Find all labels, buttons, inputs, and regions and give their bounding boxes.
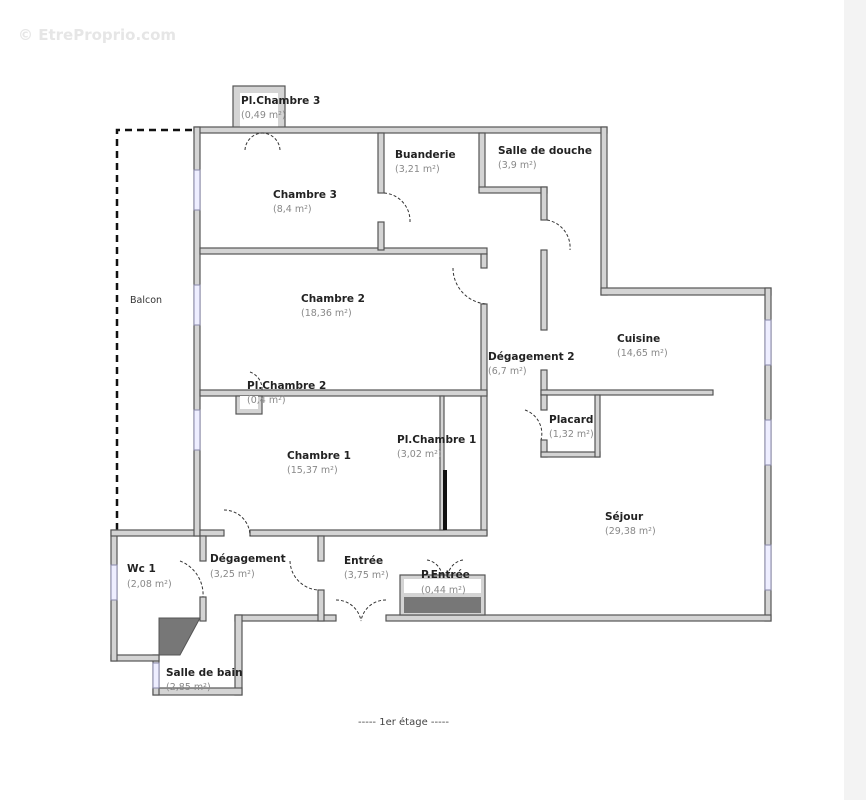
room-area: (3,75 m²) xyxy=(344,570,389,581)
room-area: (1,32 m²) xyxy=(549,429,594,440)
balcony-label: Balcon xyxy=(130,295,162,306)
room-area: (14,65 m²) xyxy=(617,348,668,359)
room-name: Pl.Chambre 1 xyxy=(397,434,476,446)
room-name: Placard xyxy=(549,414,593,426)
room-name: Wc 1 xyxy=(127,563,156,575)
room-name: Pl.Chambre 3 xyxy=(241,95,320,107)
room-area: (2,08 m²) xyxy=(127,579,172,590)
room-name: P.Entrée xyxy=(421,569,470,581)
room-area: (3,25 m²) xyxy=(210,569,255,580)
room-name: Chambre 2 xyxy=(301,293,365,305)
room-area: (0,4 m²) xyxy=(247,395,286,406)
room-name: Chambre 3 xyxy=(273,189,337,201)
room-name: Séjour xyxy=(605,511,644,523)
room-area: (29,38 m²) xyxy=(605,526,656,537)
doors xyxy=(179,132,571,622)
room-labels: Pl.Chambre 3 (0,49 m²) Chambre 3 (8,4 m²… xyxy=(127,95,668,693)
room-area: (0,49 m²) xyxy=(241,110,286,121)
room-name: Buanderie xyxy=(395,149,456,161)
room-name: Chambre 1 xyxy=(287,450,351,462)
room-name: Dégagement 2 xyxy=(488,351,575,363)
room-area: (2,85 m²) xyxy=(166,682,211,693)
room-area: (8,4 m²) xyxy=(273,204,312,215)
watermark: © EtreProprio.com xyxy=(18,26,176,44)
room-name: Salle de douche xyxy=(498,145,592,157)
page-edge xyxy=(844,0,866,800)
room-area: (6,7 m²) xyxy=(488,366,527,377)
balcony-outline xyxy=(115,128,196,530)
room-name: Dégagement xyxy=(210,553,286,565)
walls xyxy=(110,85,772,696)
room-area: (15,37 m²) xyxy=(287,465,338,476)
room-name: Pl.Chambre 2 xyxy=(247,380,326,392)
room-area: (0,44 m²) xyxy=(421,585,466,596)
floor-caption: ----- 1er étage ----- xyxy=(358,716,449,728)
room-area: (3,9 m²) xyxy=(498,160,537,171)
room-name: Salle de bain xyxy=(166,667,243,679)
room-name: Entrée xyxy=(344,555,383,567)
room-area: (3,02 m²) xyxy=(397,449,442,460)
windows xyxy=(110,169,772,689)
room-area: (3,21 m²) xyxy=(395,164,440,175)
room-name: Cuisine xyxy=(617,333,660,345)
room-area: (18,36 m²) xyxy=(301,308,352,319)
